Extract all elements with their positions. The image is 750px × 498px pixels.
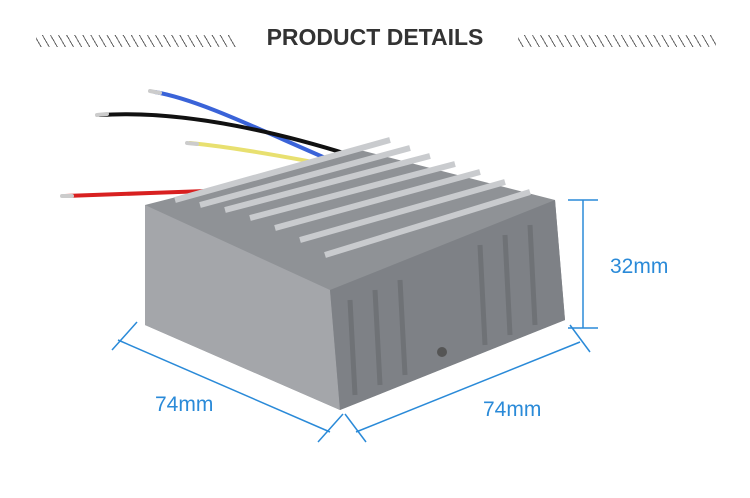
heatsink-housing xyxy=(145,137,565,410)
page-title: PRODUCT DETAILS xyxy=(266,24,484,50)
decorative-hatch-left xyxy=(36,35,236,47)
width-label: 74mm xyxy=(483,398,542,421)
depth-label: 74mm xyxy=(155,393,214,416)
dimension-lines xyxy=(111,199,598,443)
height-label: 32mm xyxy=(610,255,669,278)
decorative-hatch-right xyxy=(518,35,716,47)
